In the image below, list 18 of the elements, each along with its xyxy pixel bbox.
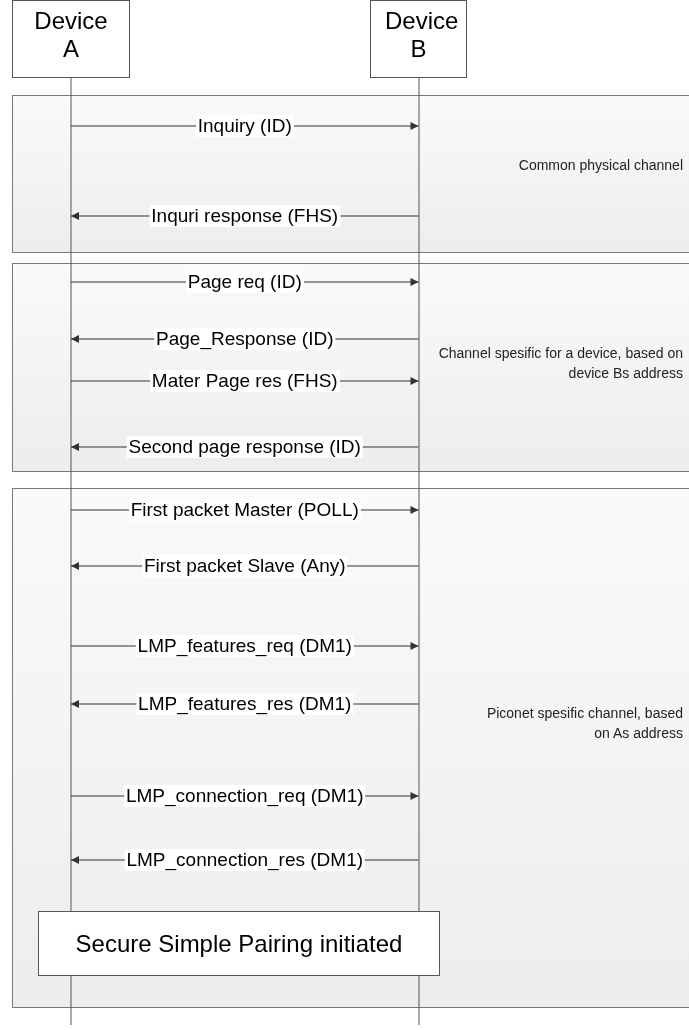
edge-label: Inquri response (FHS) xyxy=(149,205,341,227)
edge-label: First packet Slave (Any) xyxy=(141,555,348,577)
process-box: Secure Simple Pairing initiated xyxy=(38,911,440,976)
band-label: Channel spesific for a device, based on device Bs address xyxy=(437,344,683,383)
edge-label: Mater Page res (FHS) xyxy=(149,370,340,392)
edge-label: LMP_connection_res (DM1) xyxy=(124,849,365,871)
edge-label: Page_Response (ID) xyxy=(154,328,336,350)
edge-label: LMP_features_res (DM1) xyxy=(136,693,354,715)
participant-box: Device A xyxy=(12,0,130,78)
edge-label: LMP_connection_req (DM1) xyxy=(123,785,366,807)
band-label: Piconet spesific channel, based on As address xyxy=(485,704,683,743)
edge-label: Inquiry (ID) xyxy=(195,115,294,137)
edge-label: First packet Master (POLL) xyxy=(128,499,361,521)
edge-label: Second page response (ID) xyxy=(126,436,363,458)
participant-box: Device B xyxy=(370,0,467,78)
edge-label: LMP_features_req (DM1) xyxy=(135,635,354,657)
edge-label: Page req (ID) xyxy=(185,271,304,293)
band-label: Common physical channel xyxy=(517,156,683,175)
